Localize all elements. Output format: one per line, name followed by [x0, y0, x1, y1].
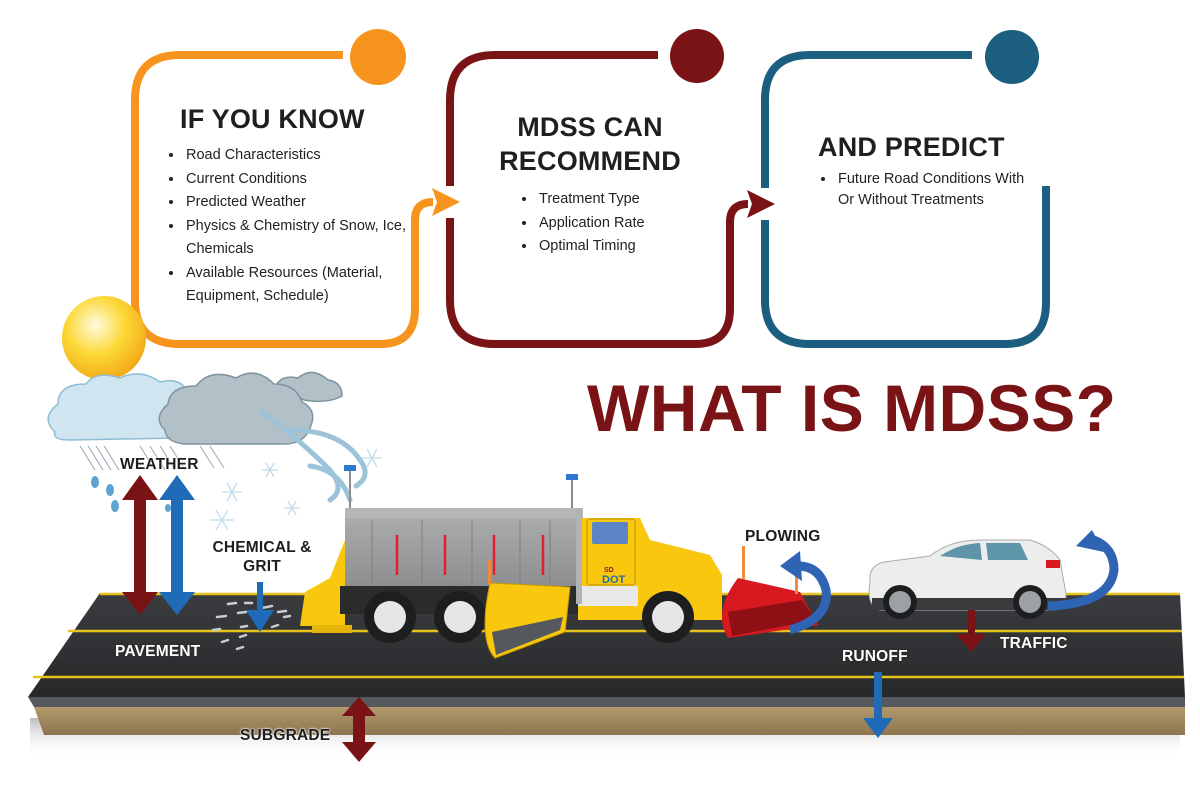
- wind-icon: [259, 409, 368, 503]
- traffic-curl-arrow-icon: [1047, 530, 1119, 611]
- car: [868, 539, 1068, 619]
- list-item: Treatment Type: [537, 188, 737, 212]
- label-chemical-line2: GRIT: [243, 558, 281, 575]
- list-item: Predicted Weather: [184, 191, 424, 215]
- grit-particles: [211, 601, 292, 651]
- list-item: Physics & Chemistry of Snow, Ice, Chemic…: [184, 215, 424, 262]
- main-title: WHAT IS MDSS?: [587, 371, 1117, 445]
- rain-icon: [79, 445, 225, 471]
- raindrops-icon: [91, 476, 171, 512]
- traffic-arrow-icon: [956, 610, 986, 652]
- arrow-orange-icon: [432, 188, 460, 216]
- chemical-arrow-icon: [246, 582, 274, 632]
- subgrade-soil: [34, 707, 1185, 735]
- cloud-dark-icon: [158, 371, 343, 445]
- label-chemical-line1: CHEMICAL &: [212, 539, 312, 556]
- box-if-you-know-list: Road Characteristics Current Conditions …: [162, 144, 424, 309]
- runoff-arrow-icon: [863, 672, 893, 738]
- box-if-you-know-title: IF YOU KNOW: [180, 104, 365, 134]
- plowing-curl-arrow-icon: [780, 551, 831, 635]
- arrow-maroon-icon: [747, 190, 775, 218]
- list-item: Available Resources (Material, Equipment…: [184, 262, 424, 309]
- subgrade-arrow-icon: [342, 697, 376, 762]
- truck-logo-top: SD: [604, 567, 614, 574]
- snowplow-truck: [300, 465, 818, 659]
- list-item: Optimal Timing: [537, 235, 737, 259]
- box-recommend-title: MDSS CAN RECOMMEND: [450, 110, 730, 178]
- box-predict-dot: [985, 30, 1039, 84]
- box-if-you-know-frame: [131, 51, 434, 348]
- box-if-you-know-dot: [350, 29, 406, 85]
- box-recommend-title-line1: MDSS CAN: [517, 112, 663, 142]
- list-item: Road Characteristics: [184, 144, 424, 168]
- list-item: Application Rate: [537, 212, 737, 236]
- label-runoff: RUNOFF: [842, 648, 908, 665]
- box-recommend-dot: [670, 29, 724, 83]
- label-subgrade: SUBGRADE: [240, 727, 331, 744]
- base-layer: [28, 697, 1185, 707]
- truck-logo-bottom: DOT: [602, 574, 626, 586]
- sun-icon: [62, 296, 146, 380]
- box-predict-list: Future Road Conditions With Or Without T…: [814, 169, 1026, 211]
- box-recommend-title-line2: RECOMMEND: [499, 146, 681, 176]
- snowflake-icon: [210, 448, 382, 531]
- box-predict-title: AND PREDICT: [818, 132, 1005, 162]
- list-item: Current Conditions: [184, 168, 424, 192]
- weather-arrow-blue-icon: [159, 475, 195, 615]
- label-chemical-grit: CHEMICAL & GRIT: [206, 538, 318, 576]
- truck-wheels: [364, 591, 694, 643]
- label-traffic: TRAFFIC: [1000, 635, 1068, 652]
- list-item: Future Road Conditions With Or Without T…: [836, 169, 1026, 211]
- weather-arrow-maroon-icon: [122, 475, 158, 615]
- label-weather: WEATHER: [120, 456, 199, 473]
- box-recommend-list: Treatment Type Application Rate Optimal …: [515, 188, 737, 259]
- box-recommend-frame: [446, 51, 749, 348]
- box-predict-frame: [761, 51, 1050, 348]
- label-pavement: PAVEMENT: [115, 643, 201, 660]
- label-plowing: PLOWING: [745, 528, 821, 545]
